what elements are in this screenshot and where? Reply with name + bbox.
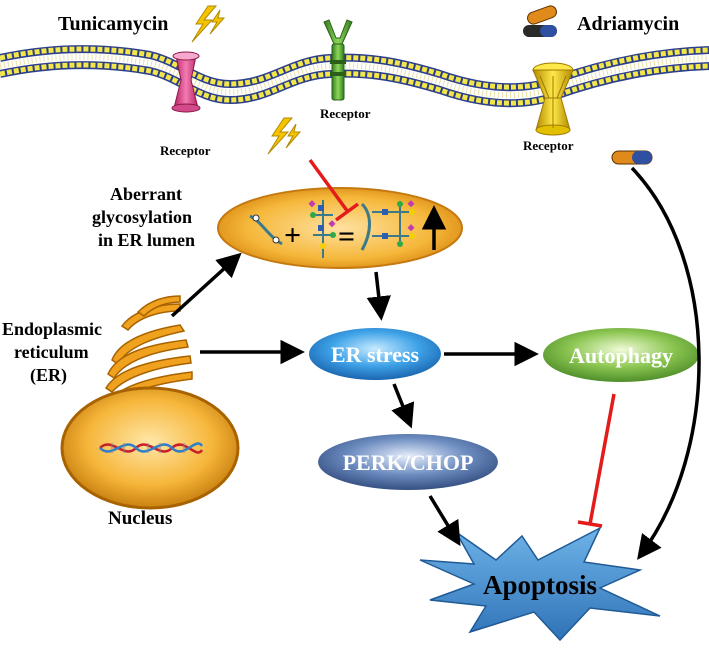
inhibit-tunicamycin-glycosylation [308,158,350,214]
er-label-line3: (ER) [30,365,67,386]
er-label-line2: reticulum [14,342,89,362]
equals-sign: = [338,220,355,253]
capsule-icon [523,5,557,37]
er-stress-label: ER stress [331,342,420,367]
aberrant-label-line3: in ER lumen [98,230,195,250]
inhibit-autophagy-apoptosis [588,393,616,525]
adriamycin-label: Adriamycin [577,13,679,35]
activation-arrows [170,166,701,560]
lightning-icon [267,117,302,155]
cell-membrane [0,45,709,108]
er-stress-node: ER stress [309,328,441,380]
capsule-icon [611,150,653,165]
apoptosis-label: Apoptosis [483,570,597,600]
nucleus-label: Nucleus [108,508,172,529]
glycan-icon [360,200,415,251]
receptor-right-label: Receptor [523,138,574,153]
glycan-icon [249,214,283,246]
arrow-perk-to-apoptosis [428,495,461,547]
plus-sign: + [284,219,301,252]
inhibition-lines [308,158,616,528]
apoptosis-node: Apoptosis [419,526,661,642]
funnel-receptor-icon [532,62,574,136]
er-label-line1: Endoplasmic [2,319,102,339]
aberrant-label-line1: Aberrant [110,184,182,204]
nucleus [60,386,240,510]
receptor-middle-label: Receptor [320,106,371,121]
arrow-lumen-to-erstress [366,271,391,321]
er-lumen: + = [217,187,463,269]
dna-icon [99,442,204,454]
receptor-left-label: Receptor [160,143,211,158]
lightning-icon [191,5,226,43]
autophagy-node: Autophagy [543,328,699,382]
arrow-er-to-lumen [170,252,242,318]
arrow-erstress-to-perk [391,383,415,429]
arrow-adriamycin-to-apoptosis [630,166,701,560]
aberrant-label-line2: glycosylation [92,207,192,227]
tunicamycin-label: Tunicamycin [58,13,168,35]
autophagy-label: Autophagy [569,343,673,368]
perk-chop-label: PERK/CHOP [343,450,474,475]
glycan-icon [308,200,336,258]
y-receptor-icon [323,19,353,101]
perk-chop-node: PERK/CHOP [318,434,498,490]
receptor-channel-icon [171,51,201,113]
